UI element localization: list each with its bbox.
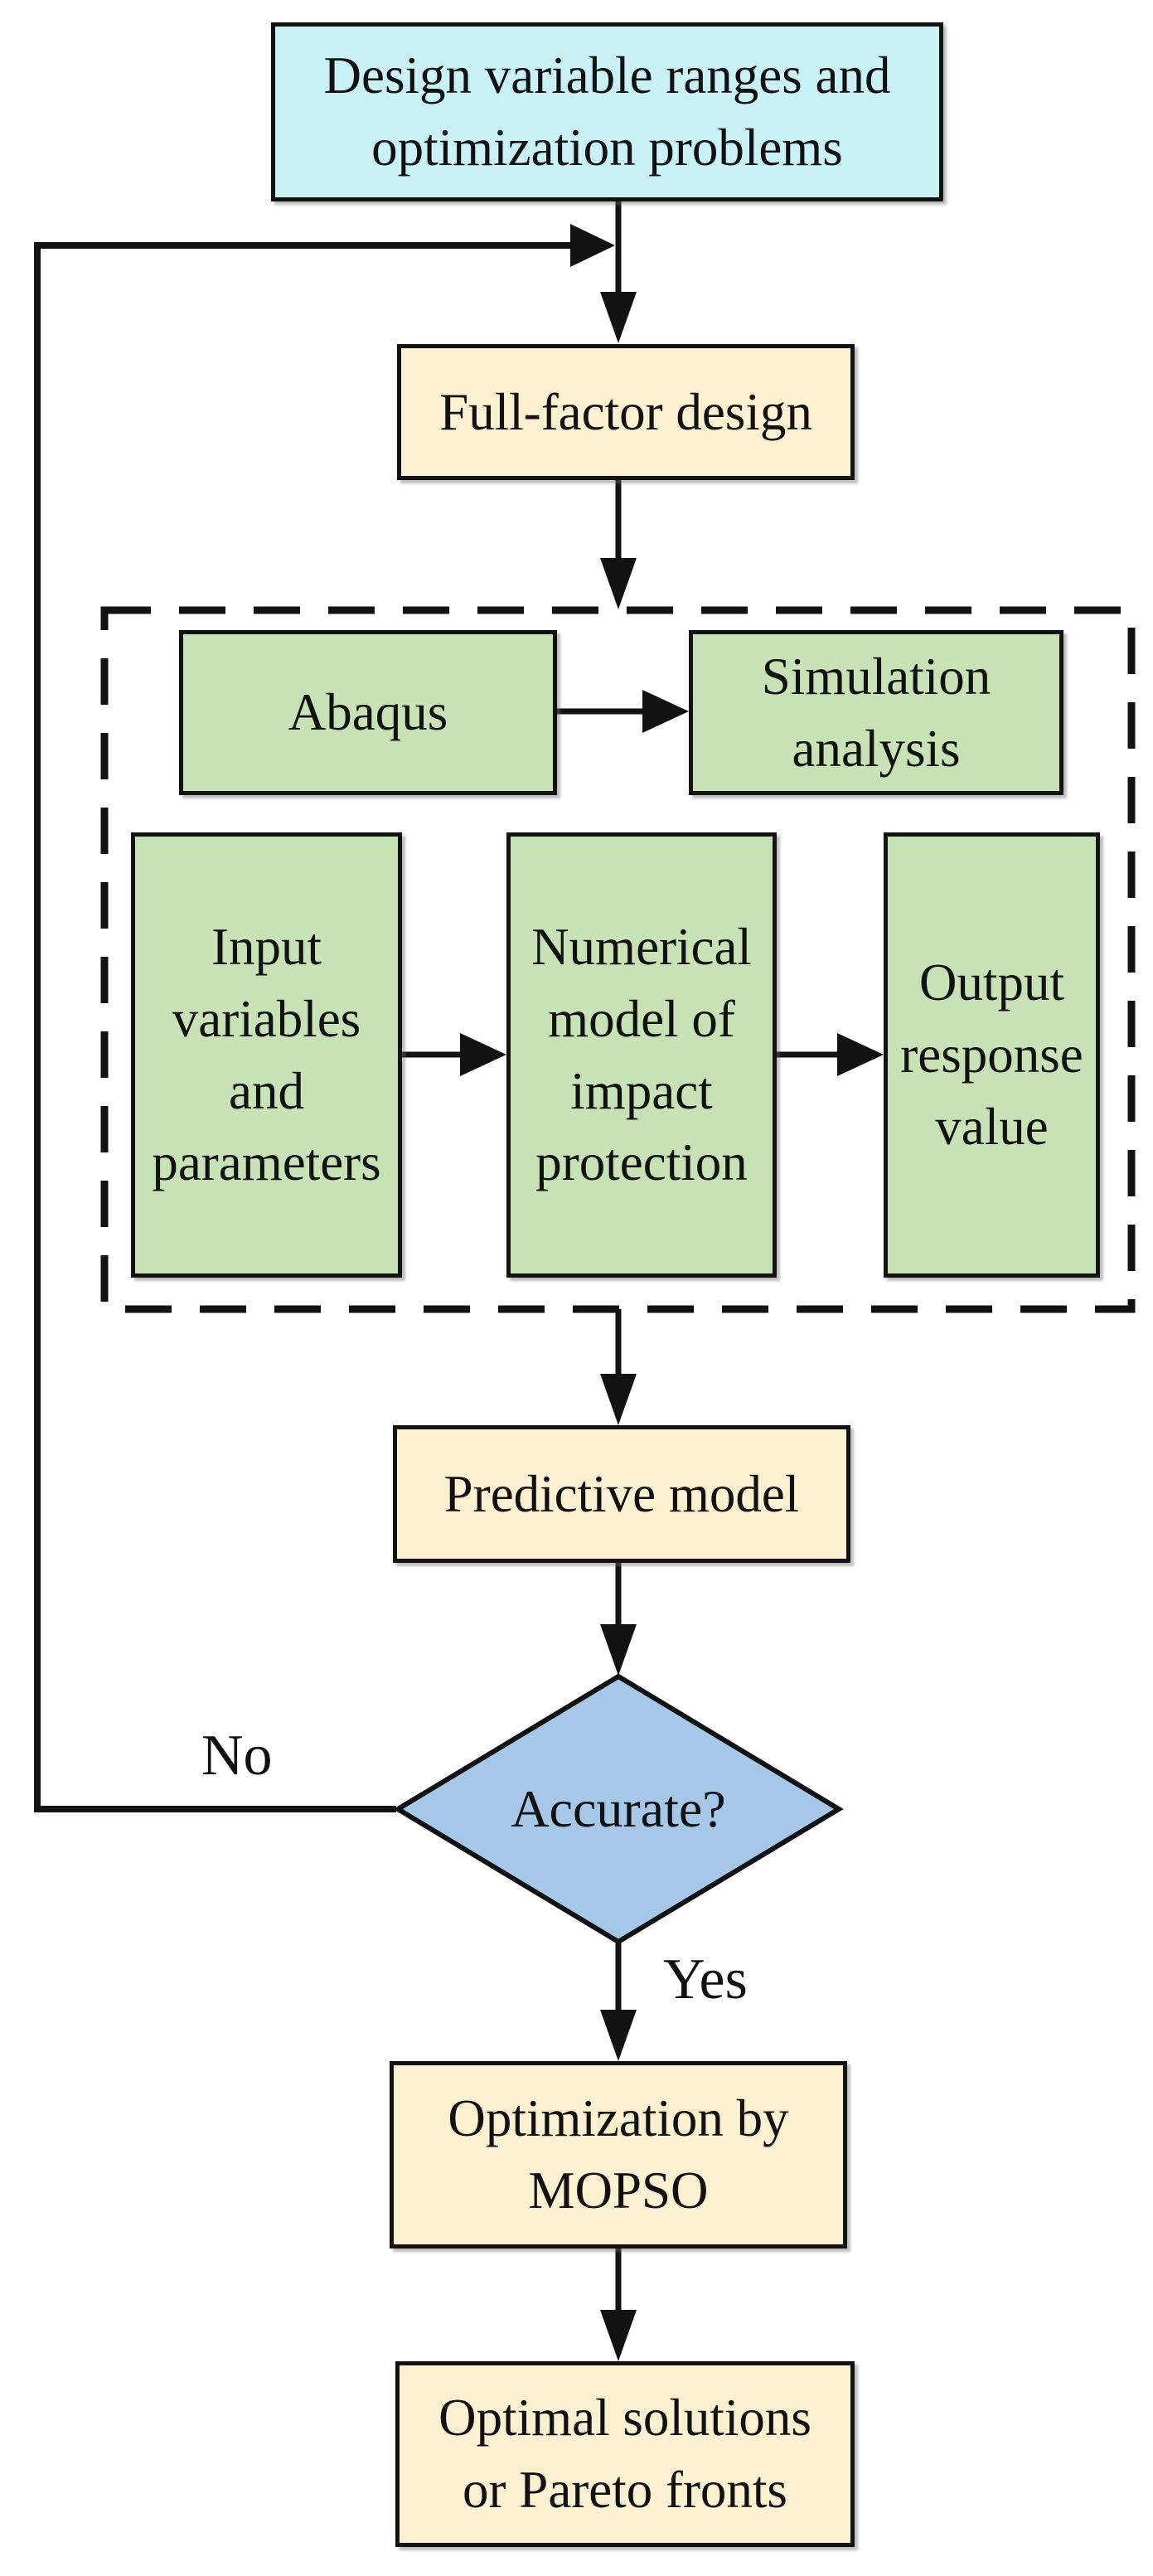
edge-design-to-fullfactor bbox=[600, 201, 637, 343]
node-abaqus: Abaqus bbox=[179, 630, 557, 795]
node-accurate-decision-shape bbox=[393, 1673, 844, 1945]
node-design-variables: Design variable ranges and optimization … bbox=[271, 22, 943, 201]
down-arrowhead-icon bbox=[600, 1374, 637, 1425]
edge-predictive-to-decision bbox=[600, 1563, 637, 1676]
edge-yes-to-mopso bbox=[600, 1942, 637, 2061]
right-arrowhead-icon bbox=[460, 1033, 506, 1076]
node-output-response: Output response value bbox=[884, 832, 1100, 1278]
node-output-response-label: Output response value bbox=[900, 953, 1083, 1156]
down-arrowhead-icon bbox=[600, 2010, 637, 2061]
down-arrowhead-icon bbox=[600, 1624, 637, 1676]
right-arrowhead-icon bbox=[642, 690, 689, 733]
node-input-variables: Input variables and parameters bbox=[131, 832, 402, 1278]
node-design-variables-label: Design variable ranges and optimization … bbox=[323, 46, 891, 177]
node-mopso-label: Optimization by MOPSO bbox=[448, 2089, 789, 2219]
right-arrowhead-icon bbox=[837, 1033, 884, 1076]
node-predictive-model-label: Predictive model bbox=[443, 1464, 800, 1523]
edge-no-feedback-loop bbox=[34, 224, 615, 1812]
edge-numerical-to-output bbox=[777, 1033, 884, 1076]
right-arrowhead-icon bbox=[570, 224, 615, 267]
node-full-factor-design: Full-factor design bbox=[397, 344, 855, 480]
node-optimal-solutions: Optimal solutions or Pareto fronts bbox=[395, 2361, 855, 2547]
node-full-factor-design-label: Full-factor design bbox=[439, 382, 812, 441]
edge-input-to-numerical bbox=[402, 1033, 506, 1076]
node-predictive-model: Predictive model bbox=[393, 1425, 850, 1563]
node-numerical-model-label: Numerical model of impact protection bbox=[531, 917, 752, 1192]
edge-abaqus-to-simulation bbox=[557, 690, 689, 733]
node-input-variables-label: Input variables and parameters bbox=[152, 917, 381, 1192]
node-mopso: Optimization by MOPSO bbox=[390, 2061, 847, 2249]
node-abaqus-label: Abaqus bbox=[288, 683, 448, 742]
node-accurate-decision-label: Accurate? bbox=[511, 1779, 726, 1838]
down-arrowhead-icon bbox=[600, 558, 637, 609]
node-numerical-model: Numerical model of impact protection bbox=[506, 832, 777, 1278]
node-simulation-analysis: Simulation analysis bbox=[689, 630, 1063, 795]
edge-module-to-predictive bbox=[600, 1309, 637, 1425]
edge-mopso-to-optimal bbox=[600, 2249, 637, 2361]
down-arrowhead-icon bbox=[600, 292, 637, 343]
node-optimal-solutions-label: Optimal solutions or Pareto fronts bbox=[438, 2389, 811, 2519]
down-arrowhead-icon bbox=[600, 2310, 637, 2361]
edge-label-yes: Yes bbox=[663, 1948, 748, 2011]
edge-label-no: No bbox=[201, 1724, 273, 1788]
edge-fullfactor-to-module bbox=[600, 480, 637, 609]
node-simulation-analysis-label: Simulation analysis bbox=[761, 647, 991, 778]
